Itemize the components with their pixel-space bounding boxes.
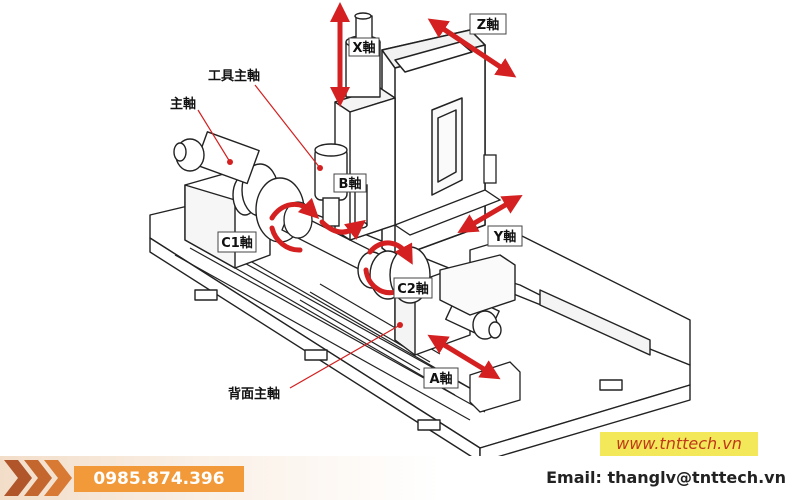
label-a-axis: A軸 [423,367,459,389]
label-y-axis: Y軸 [487,225,523,247]
svg-text:X軸: X軸 [352,40,375,56]
svg-text:Y軸: Y軸 [493,229,516,245]
label-back-spindle: 背面主軸 [228,386,280,402]
c2-axis-arrow [367,240,413,265]
label-c2-axis: C2軸 [393,277,433,299]
a-axis-arrow [427,334,501,380]
leader-dots [227,159,403,328]
axis-arrows [269,1,523,380]
label-main-spindle: 主軸 [170,96,196,112]
svg-text:Z軸: Z軸 [477,17,499,33]
svg-text:主軸: 主軸 [170,96,196,112]
svg-text:A軸: A軸 [429,371,452,387]
phone-number[interactable]: 0985.874.396 [74,466,244,492]
leader-lines [197,84,401,389]
svg-text:B軸: B軸 [339,176,362,192]
website-banner[interactable]: www.tnttech.vn [600,432,758,456]
label-tool-spindle: 工具主軸 [208,68,260,84]
tool-spindle-head [314,143,368,229]
y-axis-arrow [457,194,523,234]
label-c1-axis: C1軸 [217,231,257,253]
c2-axis-arrow-lower [363,267,398,296]
footer-bar: 0985.874.396 Email: thanglv@tnttech.vn [0,456,800,500]
chevron-arrows-icon [4,460,72,496]
svg-text:C2軸: C2軸 [397,281,429,297]
c1-axis-arrow [269,197,320,221]
label-b-axis: B軸 [333,173,367,193]
svg-text:工具主軸: 工具主軸 [208,68,260,84]
z-axis-arrow [427,18,517,78]
b-axis-arrow [319,219,366,241]
svg-text:C1軸: C1軸 [221,235,253,251]
label-z-axis: Z軸 [469,13,507,35]
svg-text:背面主軸: 背面主軸 [228,386,280,402]
c1-axis-arrow-lower [269,225,303,253]
email-contact[interactable]: Email: thanglv@tnttech.vn [546,468,786,487]
label-x-axis: X軸 [348,37,380,57]
